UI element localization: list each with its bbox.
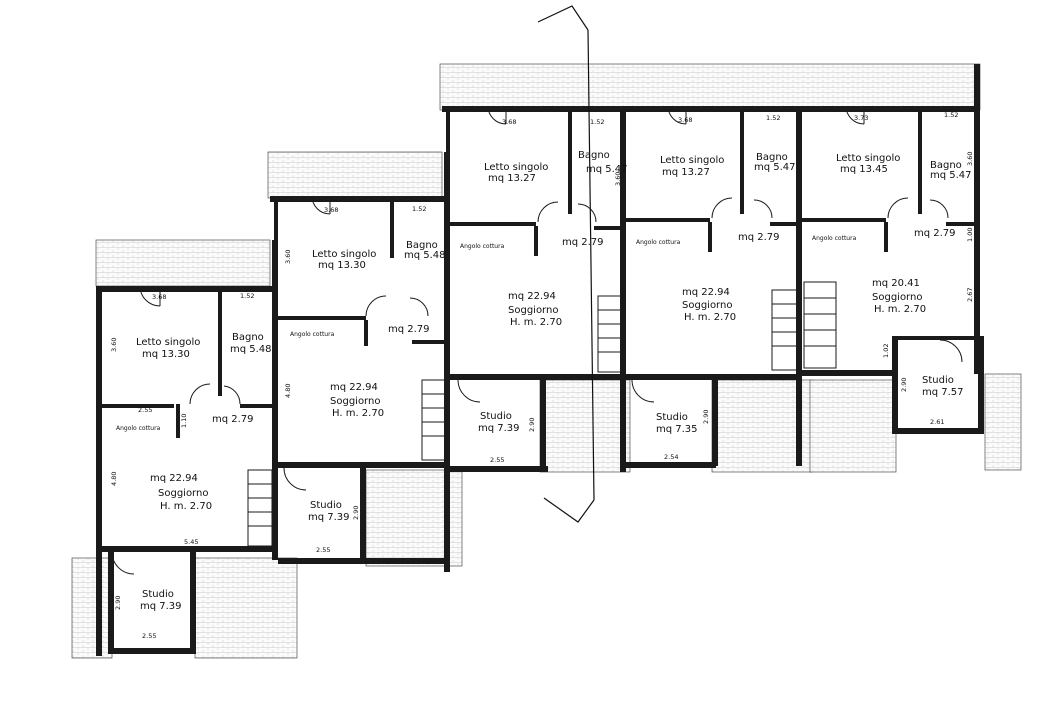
dimension-label: 1.52 xyxy=(766,114,780,122)
room-label-letto-singolo: Letto singolo xyxy=(484,162,548,173)
room-area-disimpegno: mq 2.79 xyxy=(738,232,780,243)
dimension-label: 2.55 xyxy=(138,406,152,414)
unit-5 xyxy=(796,64,984,434)
dimension-label: 2.55 xyxy=(142,632,156,640)
room-height-soggiorno: H. m. 2.70 xyxy=(874,304,926,315)
room-area-disimpegno: mq 2.79 xyxy=(388,324,430,335)
room-label-studio: Studio xyxy=(656,412,688,423)
dimension-label: 2.90 xyxy=(528,418,536,432)
room-label-angolo-cottura: Angolo cottura xyxy=(812,235,857,242)
room-area-disimpegno: mq 2.79 xyxy=(914,228,956,239)
dimension-label: 1.10 xyxy=(180,414,188,428)
dimension-label: 1.00 xyxy=(966,228,974,242)
room-area-studio: mq 7.39 xyxy=(308,512,350,523)
dimension-label: 2.90 xyxy=(900,378,908,392)
room-height-soggiorno: H. m. 2.70 xyxy=(684,312,736,323)
room-area-soggiorno: mq 22.94 xyxy=(508,291,556,302)
room-area-letto-singolo: mq 13.27 xyxy=(488,173,536,184)
room-area-studio: mq 7.35 xyxy=(656,424,698,435)
room-area-letto-singolo: mq 13.27 xyxy=(662,167,710,178)
room-height-soggiorno: H. m. 2.70 xyxy=(332,408,384,419)
room-label-letto-singolo: Letto singolo xyxy=(836,153,900,164)
room-label-bagno: Bagno xyxy=(406,240,438,251)
dimension-label: 4.80 xyxy=(110,472,118,486)
unit-3 xyxy=(442,105,626,472)
dimension-label: 2.55 xyxy=(490,456,504,464)
room-area-soggiorno: mq 22.94 xyxy=(330,382,378,393)
room-area-bagno: mq 5.48 xyxy=(404,250,446,261)
dimension-label: 1.52 xyxy=(944,111,958,119)
dimension-label: 2.90 xyxy=(114,596,122,610)
dimension-label: 5.45 xyxy=(184,538,198,546)
dimension-label: 2.54 xyxy=(664,453,678,461)
room-label-studio: Studio xyxy=(310,500,342,511)
room-label-studio: Studio xyxy=(922,375,954,386)
dimension-label: 2.90 xyxy=(702,410,710,424)
room-label-letto-singolo: Letto singolo xyxy=(136,337,200,348)
room-area-letto-singolo: mq 13.30 xyxy=(318,260,366,271)
room-area-disimpegno: mq 2.79 xyxy=(562,237,604,248)
room-label-soggiorno: Soggiorno xyxy=(508,305,558,316)
room-area-letto-singolo: mq 13.30 xyxy=(142,349,190,360)
room-label-angolo-cottura: Angolo cottura xyxy=(460,243,505,250)
room-height-soggiorno: H. m. 2.70 xyxy=(510,317,562,328)
dimension-label: 1.52 xyxy=(240,292,254,300)
room-label-letto-singolo: Letto singolo xyxy=(312,249,376,260)
dimension-label: 2.67 xyxy=(966,288,974,302)
room-label-angolo-cottura: Angolo cottura xyxy=(636,239,681,246)
room-area-studio: mq 7.39 xyxy=(140,601,182,612)
room-label-bagno: Bagno xyxy=(578,150,610,161)
room-height-soggiorno: H. m. 2.70 xyxy=(160,501,212,512)
room-area-studio: mq 7.39 xyxy=(478,423,520,434)
room-area-bagno: mq 5.47 xyxy=(754,162,796,173)
dimension-label: 3.68 xyxy=(152,293,166,301)
room-area-bagno: mq 5.47 xyxy=(930,170,972,181)
dimension-label: 1.52 xyxy=(412,205,426,213)
room-area-bagno: mq 5.48 xyxy=(230,344,272,355)
room-label-studio: Studio xyxy=(480,411,512,422)
room-area-bagno: mq 5.47 xyxy=(586,164,628,175)
room-label-bagno: Bagno xyxy=(756,152,788,163)
room-area-soggiorno: mq 22.94 xyxy=(682,287,730,298)
dimension-label: 1.02 xyxy=(882,344,890,358)
room-label-bagno: Bagno xyxy=(930,160,962,171)
room-label-angolo-cottura: Angolo cottura xyxy=(290,331,335,338)
dimension-label: 1.52 xyxy=(590,118,604,126)
dimension-label: 3.60 xyxy=(614,172,622,186)
room-label-soggiorno: Soggiorno xyxy=(872,292,922,303)
room-label-soggiorno: Soggiorno xyxy=(158,488,208,499)
dimension-label: 3.73 xyxy=(854,114,868,122)
room-area-disimpegno: mq 2.79 xyxy=(212,414,254,425)
unit-1 xyxy=(96,240,278,656)
room-label-angolo-cottura: Angolo cottura xyxy=(116,425,161,432)
dimension-label: 2.55 xyxy=(316,546,330,554)
room-area-studio: mq 7.57 xyxy=(922,387,964,398)
dimension-label: 4.80 xyxy=(284,384,292,398)
room-label-soggiorno: Soggiorno xyxy=(682,300,732,311)
room-area-letto-singolo: mq 13.45 xyxy=(840,164,888,175)
room-label-soggiorno: Soggiorno xyxy=(330,396,380,407)
room-area-soggiorno: mq 22.94 xyxy=(150,473,198,484)
dimension-label: 3.60 xyxy=(110,338,118,352)
dimension-label: 3.68 xyxy=(502,118,516,126)
room-label-studio: Studio xyxy=(142,589,174,600)
dimension-label: 2.61 xyxy=(930,418,944,426)
dimension-label: 3.60 xyxy=(966,152,974,166)
dimension-label: 3.60 xyxy=(284,250,292,264)
room-area-soggiorno: mq 20.41 xyxy=(872,278,920,289)
dimension-label: 2.90 xyxy=(352,506,360,520)
unit-4 xyxy=(620,105,802,468)
room-label-letto-singolo: Letto singolo xyxy=(660,155,724,166)
dimension-label: 3.68 xyxy=(324,206,338,214)
section-line xyxy=(537,5,595,523)
room-label-bagno: Bagno xyxy=(232,332,264,343)
dimension-label: 3.68 xyxy=(678,116,692,124)
